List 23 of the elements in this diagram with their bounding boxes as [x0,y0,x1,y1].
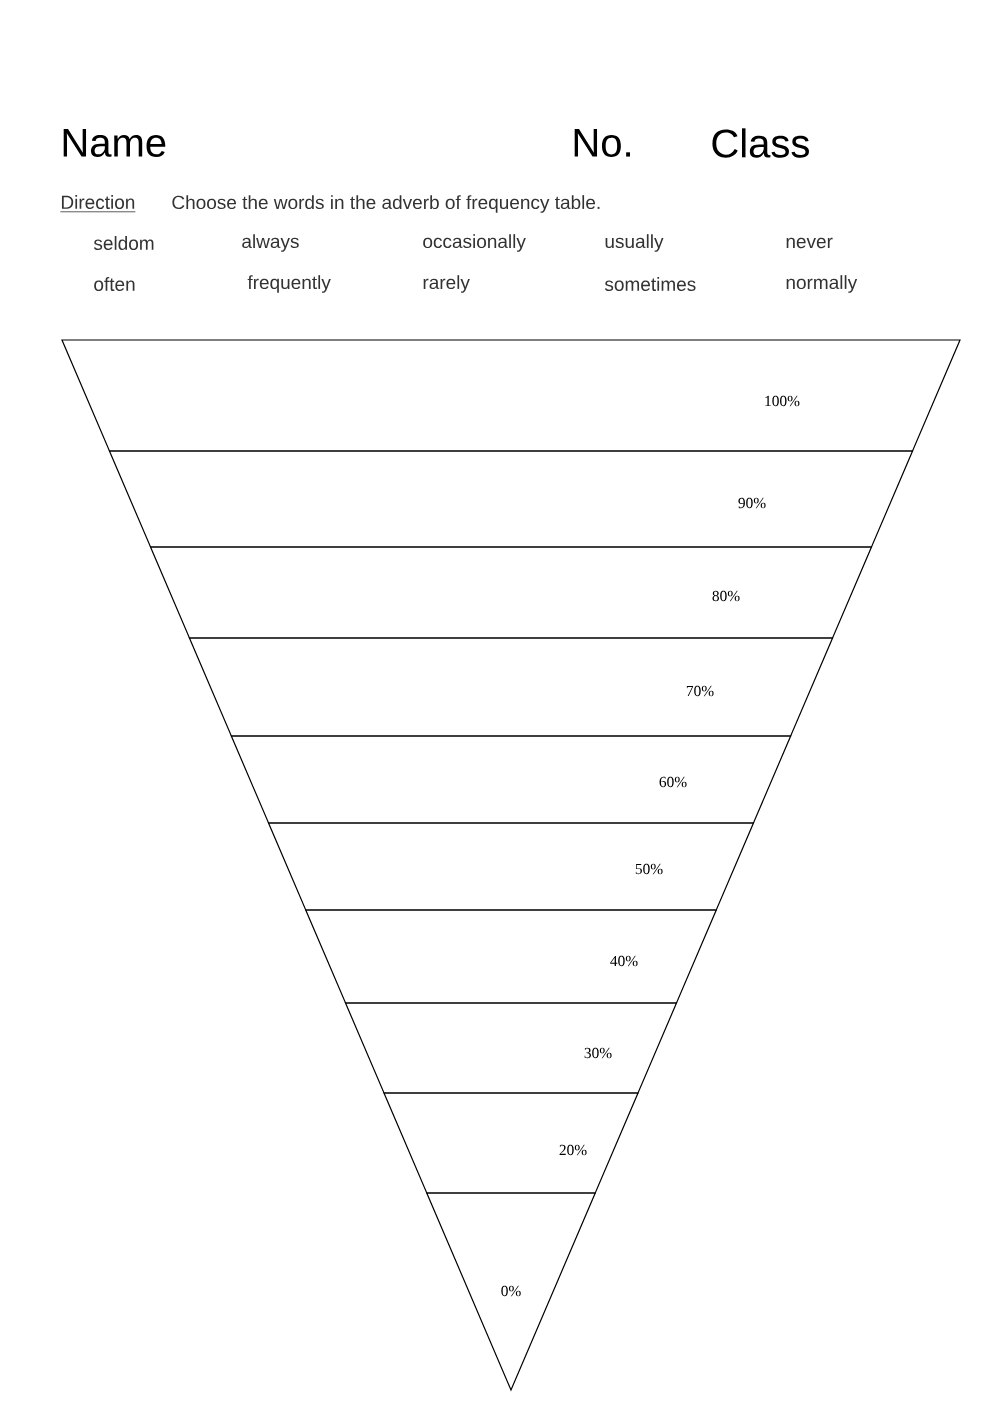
pyramid-band: 30% [344,1002,678,1094]
pyramid-band: 90% [108,450,914,548]
word-text: often [94,277,135,291]
word-text: always [242,234,299,252]
pyramid-band: 20% [383,1092,639,1194]
form-field-label: No. [574,129,630,157]
form-field-label: Class [712,128,809,158]
pyramid-band: 50% [267,822,755,911]
word-text: rarely [423,275,470,293]
pyramid-band: 80% [149,546,873,639]
word-text: normally [786,275,858,293]
word-text: usually [605,234,664,252]
pyramid-band: 60% [230,735,792,824]
word-text: frequently [247,275,331,293]
word-text: occasionally [423,234,526,252]
word-text: sometimes [604,277,696,291]
pyramid-band: 70% [188,637,834,737]
form-field-label: Name [63,129,166,157]
word-text: Choose the words in the adverb of frequency table. [172,195,600,213]
word-text: seldom [93,236,154,250]
pyramid-band: 100% [61,339,961,452]
direction-heading: Direction [60,195,136,213]
word-text: never [786,237,833,249]
